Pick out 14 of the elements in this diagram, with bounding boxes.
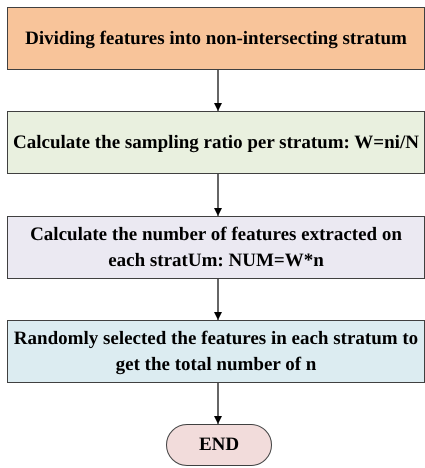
process-box [7, 216, 425, 279]
process-box [7, 7, 425, 70]
process-box [7, 111, 425, 174]
arrow [214, 383, 222, 424]
step-text: Dividing features into non-intersecting stratum [25, 26, 407, 50]
step-text: Randomly selected the features in each stratum to get the total number of n [12, 326, 420, 376]
arrow [214, 279, 222, 320]
arrow [214, 174, 222, 216]
step-text: Calculate the number of features extracted on each stratUm: NUM=W*n [29, 222, 403, 272]
terminal-pill [166, 424, 272, 466]
step-text: Calculate the sampling ratio per stratum: W=ni/N [13, 130, 419, 154]
arrow [214, 70, 222, 111]
process-box [7, 320, 425, 383]
step-text: END [198, 433, 240, 457]
